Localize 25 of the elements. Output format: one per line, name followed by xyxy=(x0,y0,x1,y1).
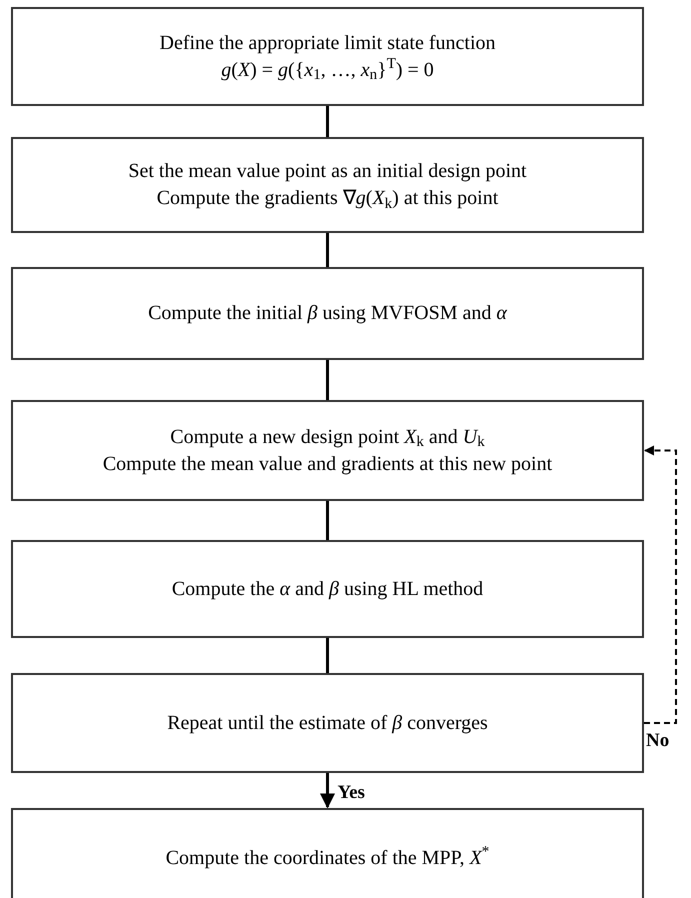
process-box xyxy=(11,673,644,773)
box-text: g(X) = g({x$_{1}$, …, x$_{n}$}$^{T}$) = 0 xyxy=(221,56,434,84)
process-box xyxy=(11,540,644,638)
process-box xyxy=(11,400,644,501)
process-box xyxy=(11,808,644,898)
box-text: Compute the initial β using MVFOSM and α xyxy=(148,301,507,326)
box-text: Compute a new design point X$_{k}$ and U$_{k}$ xyxy=(170,424,485,450)
box-text: Compute the coordinates of the MPP, X$^{*}$ xyxy=(166,844,490,870)
box-text: Define the appropriate limit state function xyxy=(160,30,496,56)
box-text: Compute the gradients ∇g(X$_{k}$) at this point xyxy=(156,186,498,212)
process-box xyxy=(11,137,644,233)
connector-line xyxy=(326,638,329,673)
connector-line xyxy=(326,106,329,137)
process-box xyxy=(11,7,644,106)
box-text: Compute the mean value and gradients at this new point xyxy=(102,452,552,476)
connector-line xyxy=(326,360,329,400)
box-text: Set the mean value point as an initial design point xyxy=(128,159,527,184)
connector-line xyxy=(326,501,329,540)
connector-line xyxy=(326,233,329,267)
process-box xyxy=(11,267,644,360)
arrow xyxy=(320,773,335,808)
edge-label: Yes xyxy=(338,782,365,802)
box-text: Repeat until the estimate of β converges xyxy=(167,710,488,736)
dashed-arrow xyxy=(644,446,677,724)
box-text: Compute the α and β using HL method xyxy=(172,576,484,602)
